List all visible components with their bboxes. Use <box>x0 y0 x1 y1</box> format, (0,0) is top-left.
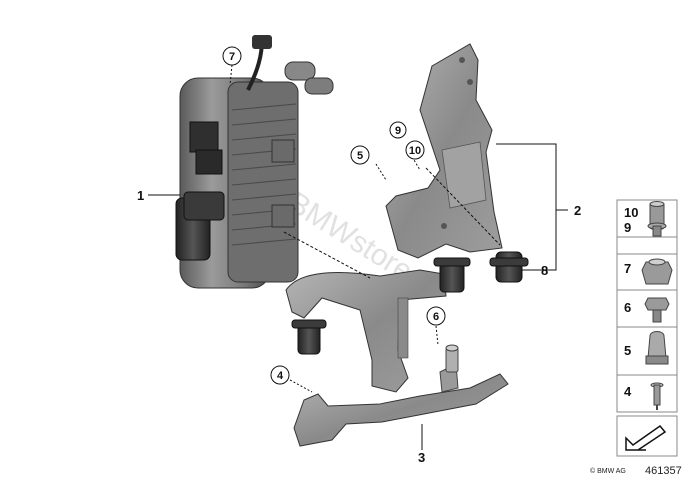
arrow-direction-icon <box>625 424 667 451</box>
callout-labels: 1 2 3 8 7 9 10 5 6 4 <box>137 46 581 465</box>
callout-9: 9 <box>395 125 401 137</box>
legend-num-9: 9 <box>624 220 631 235</box>
callout-7: 7 <box>229 51 235 63</box>
callout-3: 3 <box>418 450 425 465</box>
callout-5: 5 <box>357 150 363 162</box>
callout-1: 1 <box>137 188 144 203</box>
legend-num-10: 10 <box>624 205 638 220</box>
callout-4: 4 <box>277 370 284 382</box>
diagram-number: 461357 <box>645 465 682 477</box>
callout-circle-6 <box>426 306 446 326</box>
callout-2: 2 <box>574 203 581 218</box>
leader-lines <box>148 64 568 450</box>
callout-circle-10 <box>405 140 425 160</box>
clip-nut-icon <box>645 331 669 365</box>
blind-rivet-icon <box>650 382 664 410</box>
parts-legend: 10 9 7 6 5 4 <box>616 199 678 457</box>
callout-circle-5 <box>350 145 370 165</box>
callout-circle-4 <box>270 365 290 385</box>
hex-nut-icon <box>641 258 673 285</box>
legend-num-5: 5 <box>624 343 631 358</box>
legend-num-4: 4 <box>624 384 632 399</box>
copyright-text: © BMW AG <box>590 468 626 475</box>
support-arm-part <box>285 269 447 393</box>
base-bracket-part <box>293 344 509 447</box>
electric-heater-part <box>175 35 334 289</box>
rivet-nut-icon <box>647 222 667 237</box>
callout-circle-7 <box>222 46 242 66</box>
legend-num-7: 7 <box>624 261 631 276</box>
callout-10: 10 <box>409 145 421 157</box>
legend-num-6: 6 <box>624 300 631 315</box>
rubber-mount-part <box>291 251 529 355</box>
callout-circle-9 <box>389 121 407 139</box>
callout-8: 8 <box>541 263 548 278</box>
hex-bolt-icon <box>644 297 670 323</box>
holder-bracket-part <box>385 43 503 259</box>
callout-6: 6 <box>433 311 439 323</box>
